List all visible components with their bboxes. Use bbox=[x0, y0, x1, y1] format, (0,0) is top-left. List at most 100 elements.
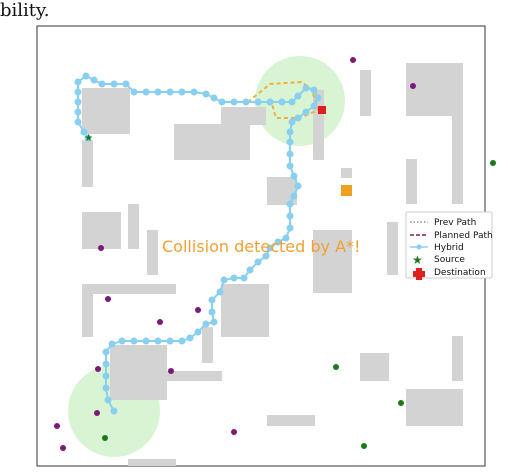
hybrid-point bbox=[288, 98, 296, 106]
hybrid-point bbox=[286, 138, 294, 146]
hybrid-point bbox=[286, 150, 294, 158]
obstacle bbox=[128, 204, 139, 249]
hybrid-point bbox=[110, 407, 118, 415]
obstacle bbox=[110, 345, 167, 400]
legend-box bbox=[405, 211, 493, 279]
obstacle bbox=[452, 116, 463, 204]
caption-fragment: bility. bbox=[0, 0, 50, 21]
hybrid-point bbox=[102, 384, 110, 392]
agent-dot bbox=[95, 366, 101, 372]
legend-entry-destination: Destination bbox=[413, 268, 486, 280]
hybrid-point bbox=[142, 88, 150, 96]
planned-path bbox=[247, 80, 320, 119]
agent-dot bbox=[94, 410, 100, 416]
obstacle bbox=[313, 230, 352, 293]
obstacle bbox=[82, 284, 176, 294]
hybrid-point bbox=[208, 296, 216, 304]
agent-dot bbox=[231, 429, 237, 435]
hybrid-point bbox=[254, 98, 262, 106]
source-marker: ★ bbox=[84, 133, 93, 144]
hybrid-path-points bbox=[74, 72, 322, 415]
hybrid-point bbox=[102, 372, 110, 380]
hybrid-point bbox=[286, 128, 294, 136]
agent-dot bbox=[168, 368, 174, 374]
source-star-icon: ★ bbox=[84, 133, 93, 144]
hybrid-point bbox=[166, 337, 174, 345]
agent-dot bbox=[490, 160, 496, 166]
hybrid-point bbox=[208, 308, 216, 316]
legend-label: Destination bbox=[434, 268, 486, 278]
agent-dot bbox=[195, 307, 201, 313]
hybrid-point bbox=[310, 86, 318, 94]
obstacle bbox=[452, 336, 463, 381]
obstacle bbox=[167, 371, 222, 381]
hybrid-point bbox=[74, 98, 82, 106]
hybrid-point bbox=[288, 118, 296, 126]
hybrid-point bbox=[108, 340, 116, 348]
agent-dot bbox=[398, 400, 404, 406]
obstacle bbox=[128, 459, 176, 466]
hybrid-point bbox=[74, 118, 82, 126]
destination-plus-icon bbox=[318, 106, 326, 114]
obstacle bbox=[82, 212, 121, 249]
hybrid-point bbox=[310, 102, 318, 110]
hybrid-point bbox=[202, 320, 210, 328]
hybrid-point bbox=[82, 72, 90, 80]
hybrid-point bbox=[74, 78, 82, 86]
hybrid-point bbox=[102, 348, 110, 356]
obstacle bbox=[406, 63, 463, 116]
legend-label: Source bbox=[434, 255, 465, 265]
obstacle bbox=[406, 159, 417, 204]
hybrid-point bbox=[142, 337, 150, 345]
hybrid-point bbox=[218, 98, 226, 106]
hybrid-point bbox=[166, 88, 174, 96]
hybrid-point bbox=[254, 258, 262, 266]
agent-dot bbox=[333, 364, 339, 370]
obstacle bbox=[174, 124, 250, 160]
obstacle bbox=[406, 389, 463, 426]
hybrid-point bbox=[286, 224, 294, 232]
hybrid-point bbox=[286, 200, 294, 208]
hybrid-point bbox=[290, 172, 298, 180]
agent-dot bbox=[361, 443, 367, 449]
obstacle bbox=[267, 415, 315, 426]
hybrid-point bbox=[130, 337, 138, 345]
agent-dot bbox=[350, 57, 356, 63]
agent-dot bbox=[105, 296, 111, 302]
hybrid-point bbox=[216, 288, 224, 296]
hybrid-point bbox=[294, 182, 302, 190]
hybrid-point bbox=[274, 238, 282, 246]
agent-dot bbox=[54, 423, 60, 429]
hybrid-point bbox=[262, 252, 270, 260]
hybrid-point bbox=[90, 76, 98, 84]
legend-entry-planned-path: Planned Path bbox=[410, 231, 493, 241]
hybrid-point bbox=[266, 244, 274, 252]
hybrid-point bbox=[278, 98, 286, 106]
legend-label: Hybrid bbox=[434, 243, 464, 253]
legend-label: Planned Path bbox=[434, 231, 493, 241]
hybrid-point bbox=[102, 360, 110, 368]
hybrid-point bbox=[230, 98, 238, 106]
hybrid-point bbox=[104, 396, 112, 404]
obstacle bbox=[221, 284, 269, 337]
hybrid-point bbox=[74, 88, 82, 96]
hybrid-point bbox=[266, 98, 274, 106]
hybrid-swatch-dot bbox=[416, 244, 422, 250]
hybrid-point bbox=[178, 88, 186, 96]
legend-entry-prev-path: Prev Path bbox=[410, 218, 476, 228]
destination-plus-icon-bar bbox=[413, 271, 425, 277]
hybrid-point bbox=[294, 114, 302, 122]
hybrid-point bbox=[302, 84, 310, 92]
agent-dot bbox=[102, 435, 108, 441]
legend-label: Prev Path bbox=[434, 218, 476, 228]
legend-entry-source: ★ Source bbox=[412, 253, 465, 267]
hybrid-point bbox=[242, 98, 250, 106]
hybrid-point bbox=[178, 337, 186, 345]
obstacle bbox=[360, 353, 389, 381]
agent-dot bbox=[410, 83, 416, 89]
obstacle bbox=[387, 222, 398, 275]
agent-dot bbox=[98, 245, 104, 251]
hybrid-point bbox=[74, 108, 82, 116]
warning-marker bbox=[341, 185, 352, 196]
